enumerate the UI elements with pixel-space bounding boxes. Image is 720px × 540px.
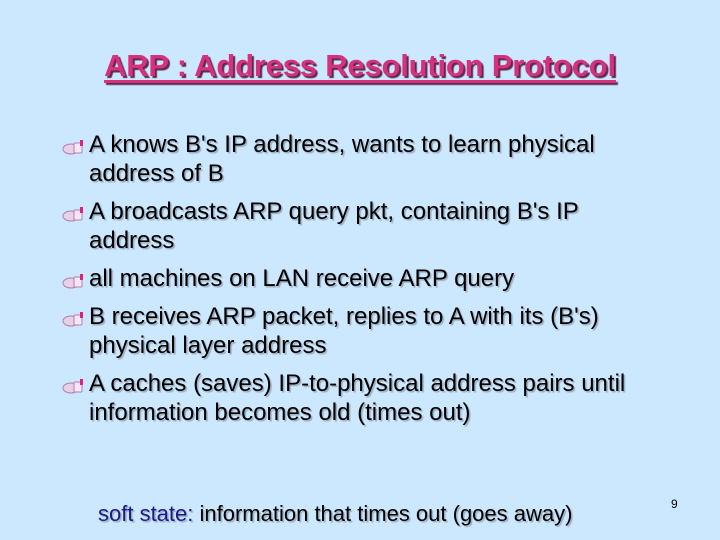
mailbox-icon [62,274,83,289]
mailbox-icon [62,312,83,327]
soft-state-note: soft state: information that times out (… [98,501,572,527]
soft-state-term: soft state: [98,501,194,526]
bullet-item: A knows B's IP address, wants to learn p… [62,130,642,188]
bullet-item: B receives ARP packet, replies to A with… [62,302,642,360]
bullet-item: A broadcasts ARP query pkt, containing B… [62,197,642,255]
slide-title: ARP : Address Resolution Protocol [104,48,616,83]
page-number: 9 [671,497,678,511]
mailbox-icon [62,140,83,155]
mailbox-icon [62,207,83,222]
soft-state-definition: information that times out (goes away) [193,501,573,526]
bullet-item: all machines on LAN receive ARP query [62,264,642,293]
mailbox-icon [62,379,83,394]
bullet-item: A caches (saves) IP-to-physical address … [62,369,642,427]
bullet-list: A knows B's IP address, wants to learn p… [62,130,642,436]
